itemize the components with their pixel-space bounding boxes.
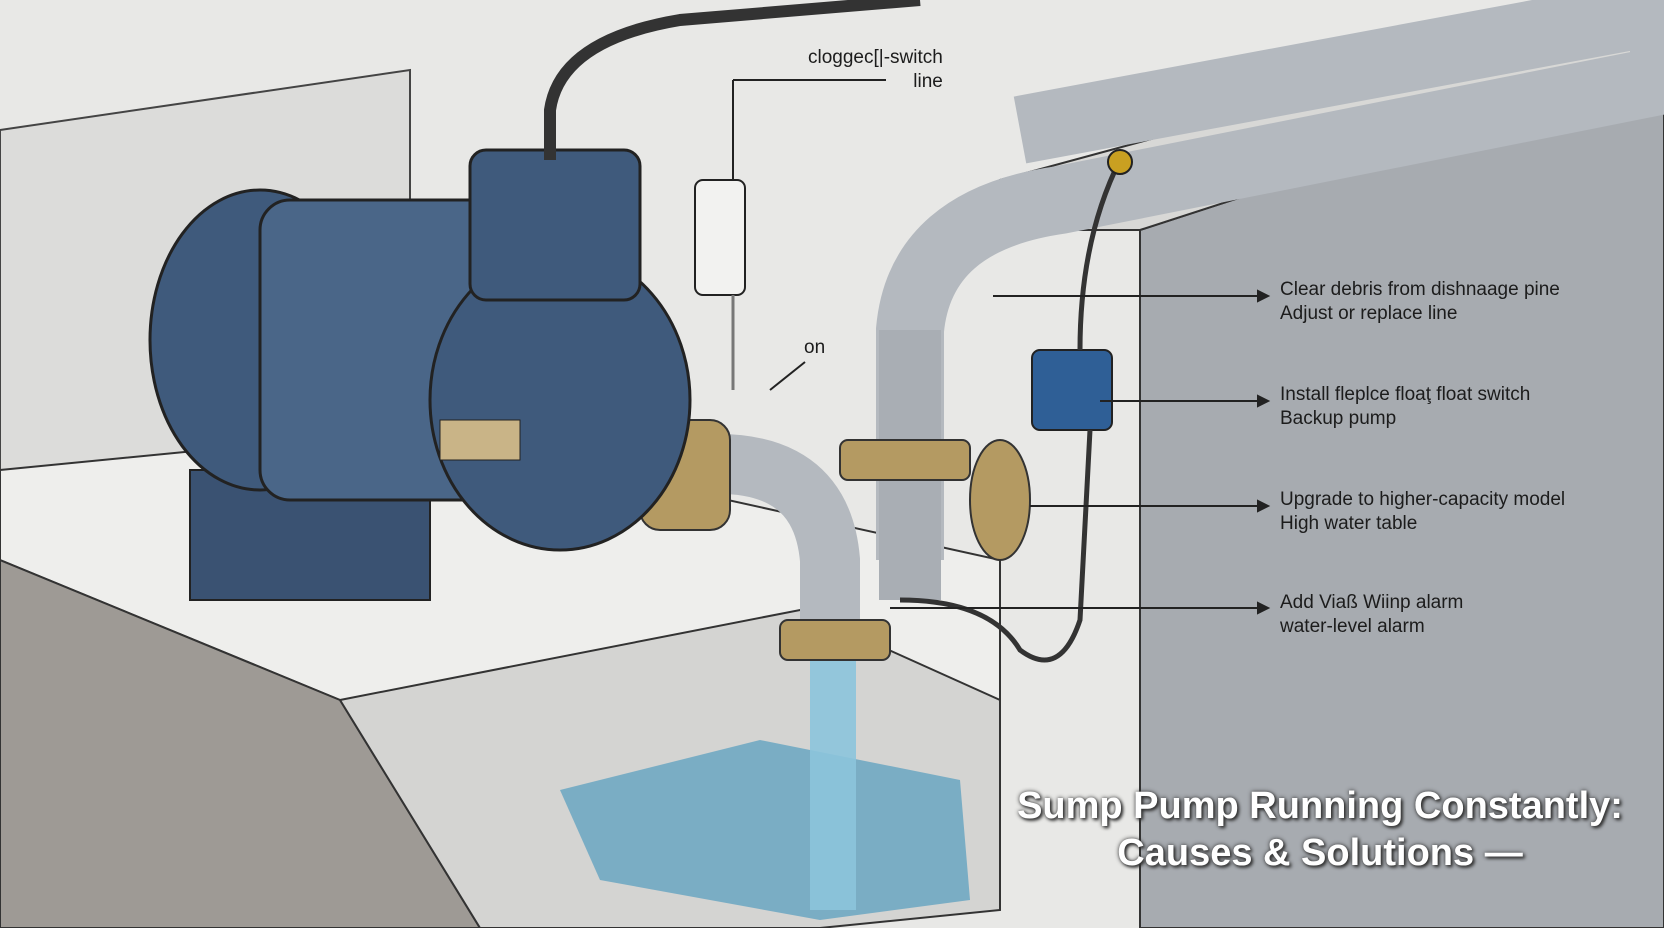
solution-3-line-2: High water table [1280, 513, 1418, 534]
title-line-1: Sump Pump Running Constantly: [1017, 785, 1623, 827]
pit-water [560, 740, 970, 920]
water-stream [810, 660, 856, 910]
callout-line-2: line [913, 71, 943, 92]
solution-1-line-2: Adjust or replace line [1280, 303, 1458, 324]
callout-line-1: cloggec[|-switch [808, 47, 943, 68]
callout-arrows [890, 289, 1271, 615]
solution-3: Upgrade to higher-capacity model High wa… [1280, 488, 1565, 536]
solution-4: Add Viaß Wiinp alarm water-level alarm [1280, 591, 1463, 639]
power-cord [544, 0, 921, 160]
pump-nameplate [439, 419, 521, 461]
solution-1-line-1: Clear debris from dishnaage pine [1280, 279, 1560, 300]
solution-1: Clear debris from dishnaage pine Adjust … [1280, 278, 1560, 326]
alarm-box [1031, 349, 1113, 431]
soil-cutaway [0, 558, 482, 928]
page-title: Sump Pump Running Constantly: Causes & S… [960, 783, 1664, 877]
title-line-2: Causes & Solutions — [1117, 832, 1523, 874]
solution-2-line-1: Install fleplce floaţ float switch [1280, 384, 1531, 405]
solution-4-line-1: Add Viaß Wiinp alarm [1280, 592, 1464, 613]
clogged-switch-callout: cloggec[|-switch line [808, 46, 943, 94]
discharge-pipe [876, 0, 1664, 560]
on-callout: on [804, 337, 826, 358]
solution-3-line-1: Upgrade to higher-capacity model [1280, 489, 1566, 510]
solution-2: Install fleplce floaţ float switch Backu… [1280, 383, 1530, 431]
solution-2-line-2: Backup pump [1280, 408, 1397, 429]
alarm-wire [899, 158, 1123, 663]
float-switch [694, 179, 746, 296]
solution-4-line-2: water-level alarm [1280, 616, 1425, 637]
